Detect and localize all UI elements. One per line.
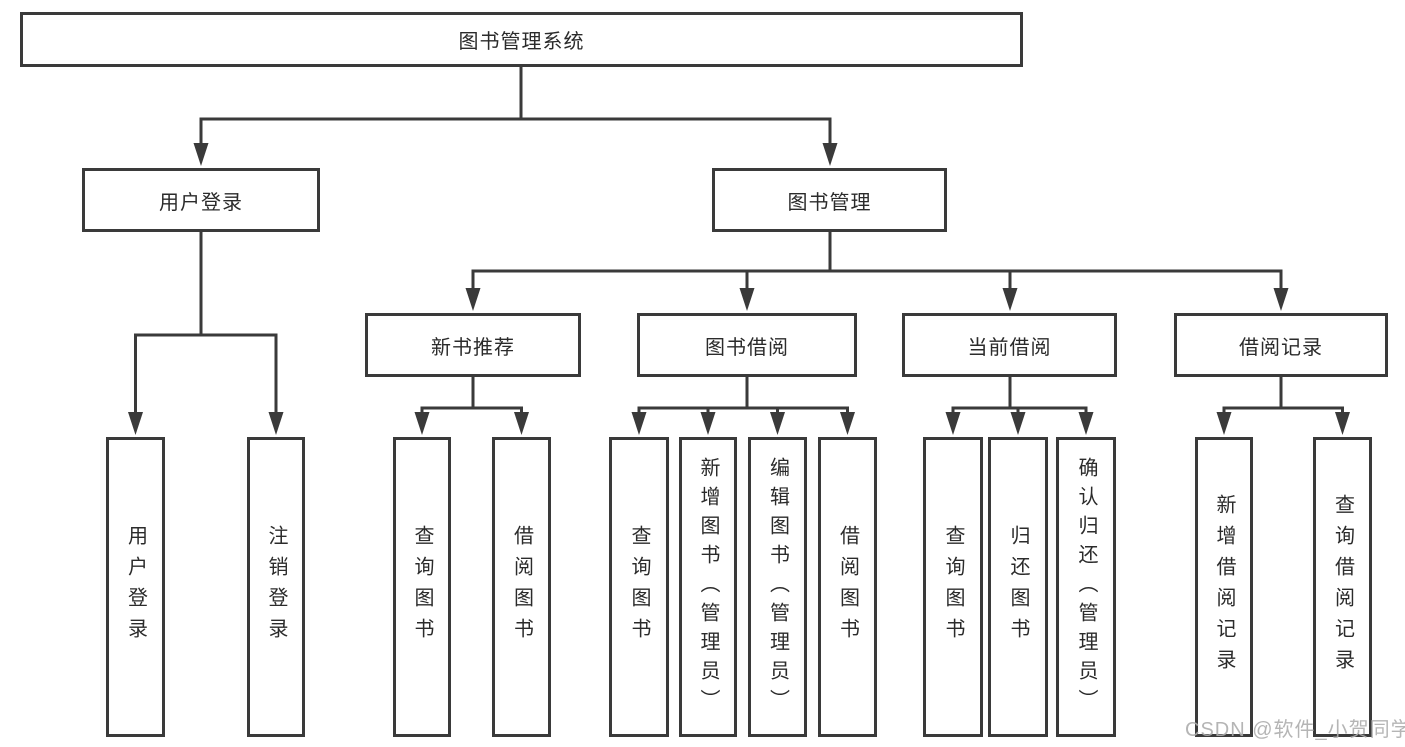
leaf-return-book: 归还图书 [988, 437, 1048, 737]
node-label: 用户登录 [159, 191, 243, 214]
leaf-label: 编辑图书（管理员） [766, 456, 789, 718]
leaf-query-book-recommend: 查询图书 [393, 437, 451, 737]
node-label: 借阅记录 [1239, 336, 1323, 359]
node-label: 新书推荐 [431, 336, 515, 359]
leaf-label: 借阅图书 [510, 525, 533, 649]
leaf-query-book-borrowing: 查询图书 [609, 437, 669, 737]
node-label: 图书管理系统 [458, 31, 585, 53]
leaf-edit-book-admin: 编辑图书（管理员） [748, 437, 807, 737]
node-label: 图书借阅 [705, 336, 789, 359]
leaf-label: 查询图书 [628, 525, 650, 649]
leaf-label: 新增图书（管理员） [697, 456, 719, 718]
node-label: 图书管理 [787, 191, 872, 214]
leaf-label: 查询借阅记录 [1331, 494, 1354, 680]
node-current-borrowing: 当前借阅 [902, 313, 1117, 377]
leaf-label: 查询图书 [942, 525, 964, 649]
node-library-management-system: 图书管理系统 [20, 12, 1023, 67]
csdn-watermark: CSDN @软件_小贺同学 [1185, 719, 1405, 741]
leaf-label: 归还图书 [1007, 525, 1029, 649]
leaf-label: 查询图书 [411, 525, 433, 649]
leaf-label: 确认归还（管理员） [1075, 456, 1097, 718]
node-book-management: 图书管理 [712, 168, 947, 232]
leaf-label: 注销登录 [265, 525, 287, 649]
leaf-label: 新增借阅记录 [1213, 494, 1235, 680]
node-label: 当前借阅 [967, 336, 1052, 359]
leaf-query-book-current: 查询图书 [923, 437, 983, 737]
leaf-confirm-return-admin: 确认归还（管理员） [1056, 437, 1116, 737]
node-borrowing-records: 借阅记录 [1174, 313, 1388, 377]
arrowheads [128, 143, 1350, 435]
leaf-label: 借阅图书 [836, 525, 859, 649]
leaf-add-book-admin: 新增图书（管理员） [679, 437, 737, 737]
node-book-borrowing: 图书借阅 [637, 313, 857, 377]
node-new-book-recommendation: 新书推荐 [365, 313, 581, 377]
leaf-label: 用户登录 [124, 525, 147, 649]
leaf-add-borrow-record: 新增借阅记录 [1195, 437, 1253, 737]
leaf-logout: 注销登录 [247, 437, 305, 737]
leaf-borrow-book-recommend: 借阅图书 [492, 437, 551, 737]
node-user-login: 用户登录 [82, 168, 320, 232]
leaf-query-borrow-record: 查询借阅记录 [1313, 437, 1372, 737]
leaf-user-login: 用户登录 [106, 437, 165, 737]
leaf-borrow-book: 借阅图书 [818, 437, 877, 737]
